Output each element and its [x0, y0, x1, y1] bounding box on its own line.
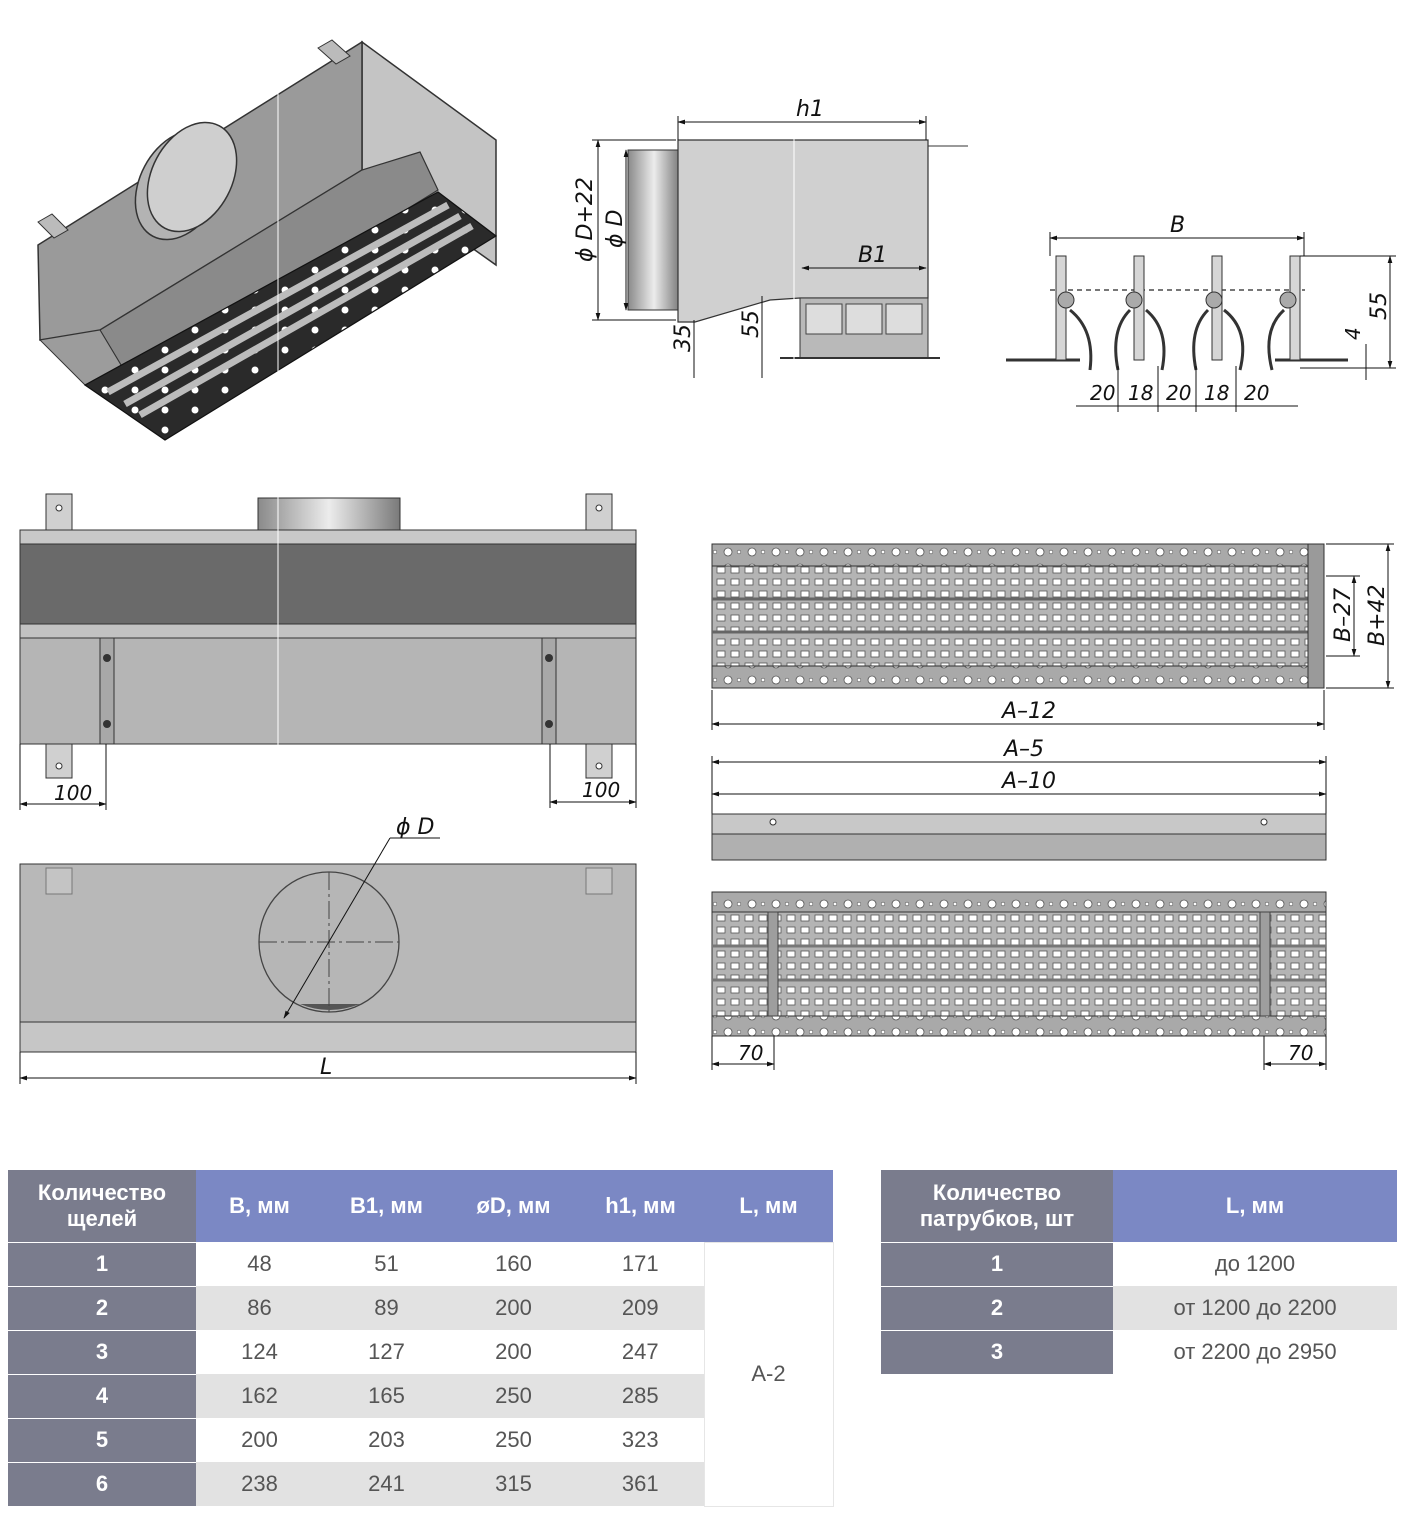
- cell-l-range: от 2200 до 2950: [1113, 1330, 1397, 1374]
- row-label: 2: [8, 1285, 196, 1330]
- cell-d: 200: [450, 1286, 577, 1330]
- dim-gap-20c: 20: [1244, 381, 1269, 405]
- dim-gap-18b: 18: [1204, 381, 1229, 405]
- table-row: 5 200 203 250 323: [8, 1417, 833, 1462]
- dim-70-left: 70: [738, 1041, 763, 1065]
- cell-l-range: от 1200 до 2200: [1113, 1286, 1397, 1330]
- header-l: L, мм: [704, 1170, 833, 1242]
- cell-b: 162: [196, 1374, 323, 1418]
- row-label: 1: [881, 1241, 1113, 1286]
- row-label: 5: [8, 1417, 196, 1462]
- cell-h1: 171: [577, 1242, 704, 1286]
- header-b: B, мм: [196, 1170, 323, 1242]
- dim-a10: A–10: [1000, 769, 1056, 794]
- dim-55: 55: [739, 310, 764, 338]
- cell-d: 160: [450, 1242, 577, 1286]
- dim-70-right: 70: [1288, 1041, 1313, 1065]
- cell-l-range: до 1200: [1113, 1242, 1397, 1286]
- dim-d22: ϕ D+22: [573, 177, 598, 262]
- row-label: 2: [881, 1285, 1113, 1330]
- cell-d: 250: [450, 1418, 577, 1462]
- cell-b1: 165: [323, 1374, 450, 1418]
- dim-35: 35: [671, 324, 696, 352]
- row-label: 1: [8, 1241, 196, 1286]
- dim-d-top: ϕ D: [396, 815, 434, 840]
- nozzles-spec-table: Количество патрубков, шт L, мм 1 до 1200…: [881, 1170, 1397, 1374]
- cell-b1: 51: [323, 1242, 450, 1286]
- cell-b1: 203: [323, 1418, 450, 1462]
- dim-L: L: [320, 1055, 332, 1080]
- table-row: 2 86 89 200 209: [8, 1285, 833, 1330]
- dim-d: ϕ D: [603, 210, 628, 248]
- top-view: ϕ D L: [19, 815, 637, 1084]
- cell-b1: 127: [323, 1330, 450, 1374]
- table-row: 4 162 165 250 285: [8, 1373, 833, 1418]
- isometric-view: [37, 0, 498, 450]
- grille-back-view: 70 70: [711, 891, 1327, 1070]
- cell-h1: 361: [577, 1462, 704, 1506]
- cell-h1: 323: [577, 1418, 704, 1462]
- cell-b: 124: [196, 1330, 323, 1374]
- row-label: 3: [8, 1329, 196, 1374]
- header-l-range: L, мм: [1113, 1170, 1397, 1242]
- cell-d: 200: [450, 1330, 577, 1374]
- dim-55b: 55: [1367, 292, 1392, 320]
- row-label: 6: [8, 1461, 196, 1506]
- cell-h1: 209: [577, 1286, 704, 1330]
- dim-a5: A–5: [1002, 737, 1044, 762]
- row-label: 3: [881, 1329, 1113, 1374]
- front-view: 100 100: [19, 470, 637, 810]
- dim-b42: B+42: [1365, 584, 1390, 646]
- table-row: 1 48 51 160 171 A-2: [8, 1241, 834, 1507]
- cell-b: 48: [196, 1242, 323, 1286]
- dim-b: B: [1170, 213, 1185, 238]
- cross-section-view: B 55 4 20 18 20 18 20: [1006, 213, 1396, 412]
- table-row: 2 от 1200 до 2200: [881, 1285, 1397, 1330]
- cell-b1: 241: [323, 1462, 450, 1506]
- cell-d: 315: [450, 1462, 577, 1506]
- cell-b: 238: [196, 1462, 323, 1506]
- side-section-view: h1 B1 ϕ D+22 ϕ D 35 55: [573, 40, 968, 378]
- dim-a12: A–12: [1000, 699, 1056, 724]
- cell-b: 86: [196, 1286, 323, 1330]
- cell-d: 250: [450, 1374, 577, 1418]
- dim-4: 4: [1341, 327, 1365, 340]
- slots-spec-table: Количество щелей B, мм B1, мм øD, мм h1,…: [8, 1170, 834, 1507]
- dim-b27: B–27: [1331, 588, 1356, 642]
- grille-face-view: A–12 B–27 B+42: [711, 543, 1394, 730]
- cell-h1: 285: [577, 1374, 704, 1418]
- header-nozzle-count: Количество патрубков, шт: [881, 1170, 1113, 1242]
- dim-gap-20a: 20: [1090, 381, 1115, 405]
- table-row: 3 124 127 200 247: [8, 1329, 833, 1374]
- dim-gap-18a: 18: [1128, 381, 1153, 405]
- header-h1: h1, мм: [577, 1170, 704, 1242]
- cell-b1: 89: [323, 1286, 450, 1330]
- header-slot-count: Количество щелей: [8, 1170, 196, 1242]
- dim-h1: h1: [796, 97, 824, 122]
- cell-l-merged: A-2: [703, 1241, 834, 1507]
- bar-view: A–5 A–10: [711, 737, 1327, 861]
- table-row: 3 от 2200 до 2950: [881, 1329, 1397, 1374]
- header-b1: B1, мм: [323, 1170, 450, 1242]
- cell-h1: 247: [577, 1330, 704, 1374]
- cell-b: 200: [196, 1418, 323, 1462]
- dim-b1: B1: [858, 243, 887, 268]
- dim-100-right: 100: [582, 778, 620, 802]
- technical-drawing: h1 B1 ϕ D+22 ϕ D 35 55 B: [19, 0, 1396, 1084]
- table-row: 1 до 1200: [881, 1241, 1397, 1286]
- header-d: øD, мм: [450, 1170, 577, 1242]
- table-row: 6 238 241 315 361: [8, 1461, 833, 1506]
- dim-gap-20b: 20: [1166, 381, 1191, 405]
- dim-100-left: 100: [54, 781, 92, 805]
- row-label: 4: [8, 1373, 196, 1418]
